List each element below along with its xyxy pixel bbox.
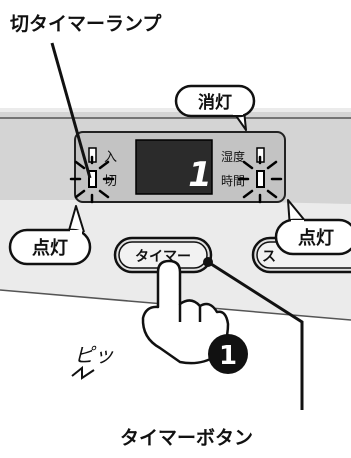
lit-label-left: 点灯 xyxy=(32,237,68,259)
display-value: 1 xyxy=(188,155,212,195)
lit-bubble-right: 点灯 xyxy=(274,199,351,256)
unlit-label: 消灯 xyxy=(198,92,232,113)
lit-bubble-left: 点灯 xyxy=(8,205,92,266)
zigzag-icon xyxy=(71,365,95,380)
step-number: 1 xyxy=(219,341,237,371)
label-off: 切 xyxy=(104,174,117,189)
lit-label-right: 点灯 xyxy=(298,227,334,249)
lit-rays-left xyxy=(69,155,115,204)
display-window: 1 xyxy=(135,139,213,195)
leader-lines xyxy=(50,42,304,410)
timer-button-label: タイマー xyxy=(135,249,191,265)
unlit-bubble: 消灯 xyxy=(174,84,256,131)
lit-rays-right xyxy=(237,155,283,204)
next-button-label: ス xyxy=(262,249,276,265)
time-lamp xyxy=(256,170,265,188)
right-lamps: 湿度 時間 xyxy=(221,147,283,204)
step-number-badge: 1 xyxy=(208,334,248,374)
left-lamps: 入 切 xyxy=(69,147,117,204)
off-timer-lamp xyxy=(88,170,97,188)
timer-button-callout: タイマーボタン xyxy=(120,427,253,449)
timer-button-pointer-dot xyxy=(203,257,213,267)
sound-text: ピッ xyxy=(74,343,114,367)
click-sound: ピッ xyxy=(71,343,114,380)
off-timer-lamp-callout: 切タイマーランプ xyxy=(10,12,162,35)
label-time: 時間 xyxy=(221,174,245,188)
label-humidity: 湿度 xyxy=(221,149,245,164)
